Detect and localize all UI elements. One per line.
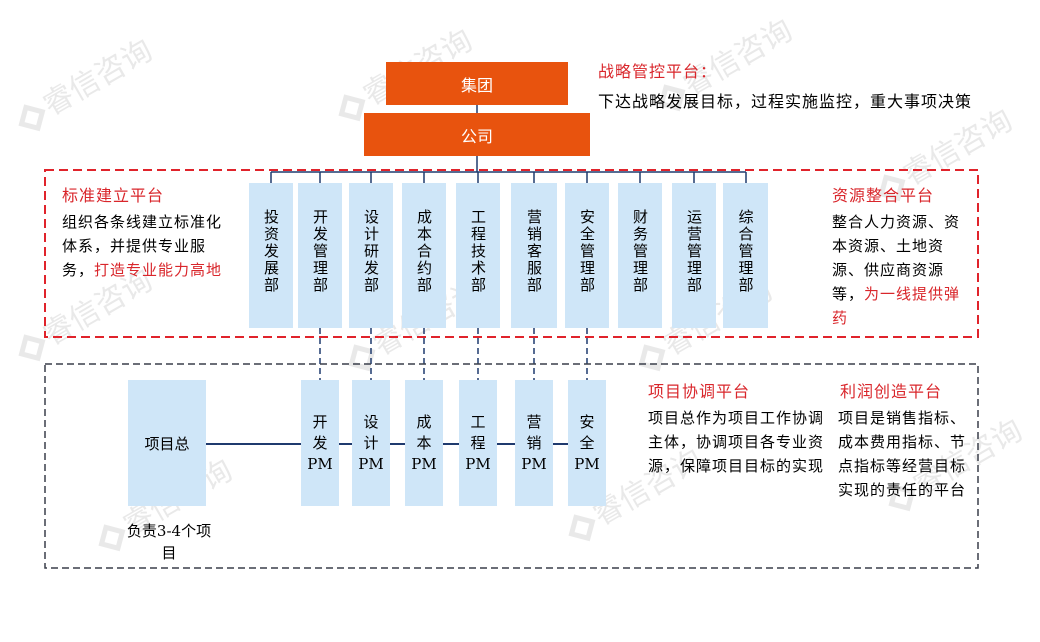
strategy-platform-desc: 下达战略发展目标，过程实施监控，重大事项决策 <box>598 92 973 111</box>
pm-label-line: PM <box>574 454 600 473</box>
dept-label: 开发管理部 <box>311 209 329 294</box>
resource-platform-title: 资源整合平台 <box>832 186 935 205</box>
pm-label-line: 工 <box>470 412 486 431</box>
dept-label: 工程技术部 <box>469 209 487 294</box>
pm-label-line: 全 <box>579 433 595 452</box>
pm-label-line: 设 <box>363 412 379 431</box>
dept-box-safety: 安全管理部 <box>565 183 609 328</box>
dept-label: 设计研发部 <box>362 209 380 294</box>
pm-box-engineering: 工程 PM <box>459 380 497 506</box>
dept-label: 安全管理部 <box>578 209 596 294</box>
pm-label-line: PM <box>307 454 333 473</box>
pm-label-line: 本 <box>416 433 432 452</box>
pm-box-marketing: 营销 PM <box>515 380 553 506</box>
project-lead-label: 项目总 <box>144 434 190 453</box>
group-label: 集团 <box>460 75 493 95</box>
dept-label: 投资发展部 <box>262 209 280 294</box>
dept-label: 营销客服部 <box>525 209 543 294</box>
standard-platform-title: 标准建立平台 <box>62 186 165 205</box>
pm-label-line: 程 <box>470 433 486 452</box>
dept-box-cost: 成本合约部 <box>402 183 446 328</box>
dept-box-investment: 投资发展部 <box>249 183 293 328</box>
standard-platform-desc: 组织各条线建立标准化体系，并提供专业服务，打造专业能力高地 <box>62 210 230 282</box>
dept-box-development: 开发管理部 <box>298 183 342 328</box>
dept-box-general: 综合管理部 <box>723 183 768 328</box>
pm-label-line: 计 <box>363 433 379 452</box>
pm-label-line: PM <box>358 454 384 473</box>
dept-box-marketing: 营销客服部 <box>511 183 557 328</box>
strategy-platform-title: 战略管控平台： <box>598 62 718 81</box>
dept-label: 综合管理部 <box>736 209 755 294</box>
pm-label-line: 销 <box>526 433 542 452</box>
pm-label-line: 营 <box>526 412 542 431</box>
pm-box-design: 设计 PM <box>352 380 390 506</box>
project-lead-box: 项目总 <box>128 380 206 506</box>
dept-box-engineering: 工程技术部 <box>456 183 500 328</box>
group-box: 集团 <box>386 62 568 105</box>
pm-box-development: 开发 PM <box>301 380 339 506</box>
profit-platform-desc: 项目是销售指标、成本费用指标、节点指标等经营目标实现的责任的平台 <box>838 409 967 499</box>
pm-label-line: PM <box>411 454 437 473</box>
dept-label: 财务管理部 <box>631 209 649 294</box>
coordination-platform-title: 项目协调平台 <box>648 382 751 401</box>
company-label: 公司 <box>460 126 493 146</box>
pm-label-line: PM <box>521 454 547 473</box>
company-box: 公司 <box>364 113 590 156</box>
pm-label-line: 开 <box>312 412 328 431</box>
standard-platform-desc-text: 组织各条线建立标准化体系，并提供专业服务， <box>62 213 223 279</box>
dept-box-finance: 财务管理部 <box>618 183 662 328</box>
pm-box-safety: 安全 PM <box>568 380 606 506</box>
pm-label-line: PM <box>465 454 491 473</box>
profit-platform-title: 利润创造平台 <box>840 382 943 401</box>
pm-label-line: 成 <box>416 412 432 431</box>
dept-box-design: 设计研发部 <box>349 183 393 328</box>
resource-platform-desc-highlight: 为一线提供弹药 <box>832 285 961 327</box>
dept-label: 运营管理部 <box>685 209 703 294</box>
resource-platform-desc: 整合人力资源、资本资源、土地资源、供应商资源等，为一线提供弹药 <box>832 210 974 330</box>
dept-label: 成本合约部 <box>415 209 433 294</box>
pm-box-cost: 成本 PM <box>405 380 443 506</box>
pm-label-line: 发 <box>312 433 328 452</box>
dept-box-operations: 运营管理部 <box>672 183 716 328</box>
resource-platform-desc-text: 整合人力资源、资本资源、土地资源、供应商资源等， <box>832 213 961 303</box>
project-lead-note: 负责3-4个项目 <box>126 522 212 562</box>
pm-label-line: 安 <box>579 412 595 431</box>
coordination-platform-desc: 项目总作为项目工作协调主体，协调项目各专业资源，保障项目目标的实现 <box>648 409 825 475</box>
standard-platform-desc-highlight: 打造专业能力高地 <box>94 261 223 279</box>
